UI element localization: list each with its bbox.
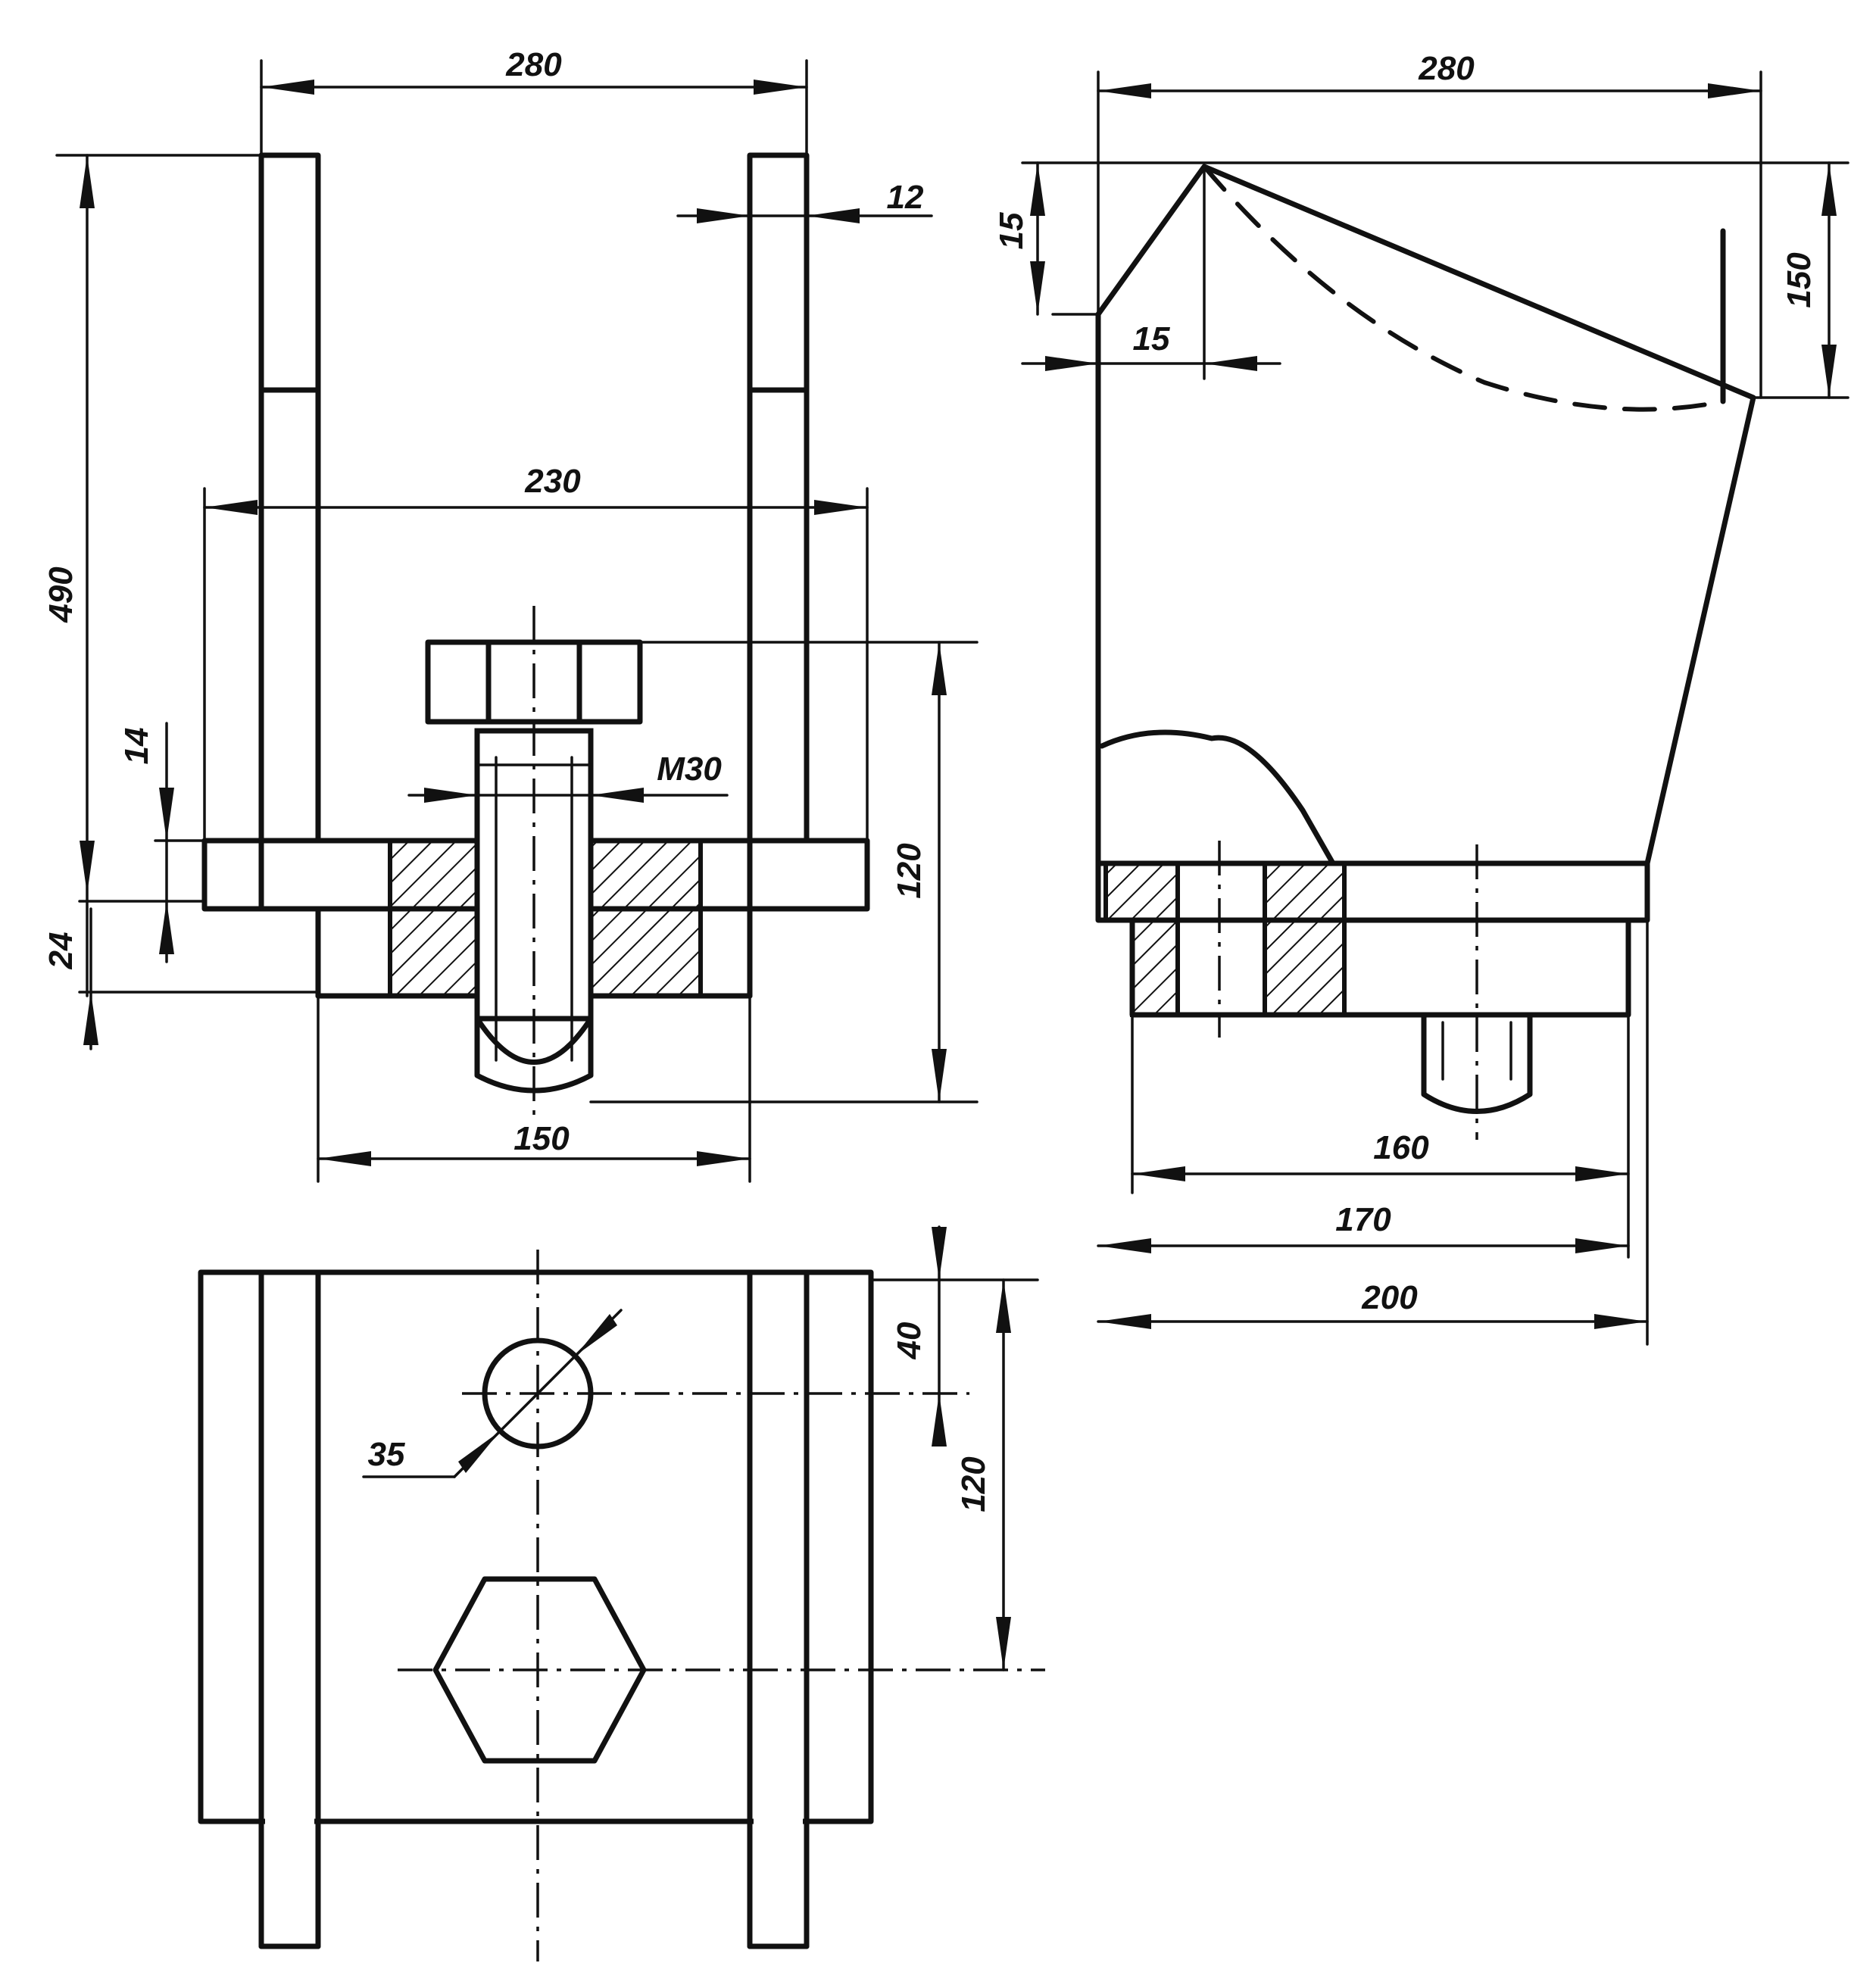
dim-120-plan-label: 120	[955, 1456, 992, 1512]
dim-280-side: 280	[1097, 50, 1762, 399]
dim-m30-label: M30	[657, 751, 722, 788]
dim-280-label: 280	[505, 46, 562, 83]
dim-200-label: 200	[1361, 1279, 1418, 1316]
dim-280-front: 280	[260, 46, 808, 157]
dim-160: 160	[1131, 919, 1630, 1259]
plan-view: 35 40 120	[198, 1225, 1045, 1961]
dim-150-base: 150	[317, 994, 751, 1183]
dim-40-label: 40	[891, 1322, 928, 1359]
dim-200: 200	[1097, 919, 1649, 1346]
dim-15-horizontal-label: 15	[1133, 320, 1170, 357]
side-outline	[1095, 164, 1756, 919]
front-view: 280 12 490 230	[42, 46, 979, 1183]
dim-14: 14	[78, 722, 206, 963]
dim-150-side: 150	[1752, 161, 1849, 399]
dim-15-vertical: 15	[993, 161, 1849, 316]
dim-230-label: 230	[524, 463, 581, 500]
dim-15-horizontal: 15	[1021, 165, 1281, 380]
left-vertical-bar	[258, 152, 321, 999]
dim-490: 490	[42, 154, 263, 997]
dim-15-vertical-label: 15	[993, 212, 1030, 249]
dim-150-label: 150	[513, 1120, 570, 1157]
side-view: 280 15 15 150	[993, 50, 1849, 1346]
dim-35-label: 35	[368, 1436, 405, 1473]
dim-490-label: 490	[42, 566, 80, 623]
side-base	[1095, 841, 1650, 1140]
dim-170-label: 170	[1335, 1201, 1391, 1238]
dim-24: 24	[42, 907, 320, 1050]
dim-280-side-label: 280	[1418, 50, 1475, 87]
dim-150-side-label: 150	[1781, 252, 1818, 308]
dim-35: 35	[362, 1309, 623, 1478]
dim-120-bolt-label: 120	[891, 843, 928, 899]
hex-nut-outline	[432, 1576, 647, 1764]
right-vertical-bar	[747, 152, 810, 999]
dim-120-plan: 120	[955, 1278, 1011, 1671]
dim-12: 12	[676, 179, 933, 223]
dim-12-label: 12	[887, 179, 924, 216]
hidden-curve	[1202, 164, 1725, 412]
dim-160-label: 160	[1373, 1129, 1429, 1166]
dim-m30: M30	[407, 751, 729, 803]
dim-120-bolt: 120	[589, 641, 979, 1103]
plan-plate	[198, 1269, 874, 1824]
dim-170: 170	[1097, 1201, 1630, 1253]
dim-14-label: 14	[118, 728, 155, 765]
dim-40: 40	[869, 1225, 1039, 1447]
dim-24-label: 24	[42, 932, 80, 970]
dim-230: 230	[203, 463, 869, 842]
